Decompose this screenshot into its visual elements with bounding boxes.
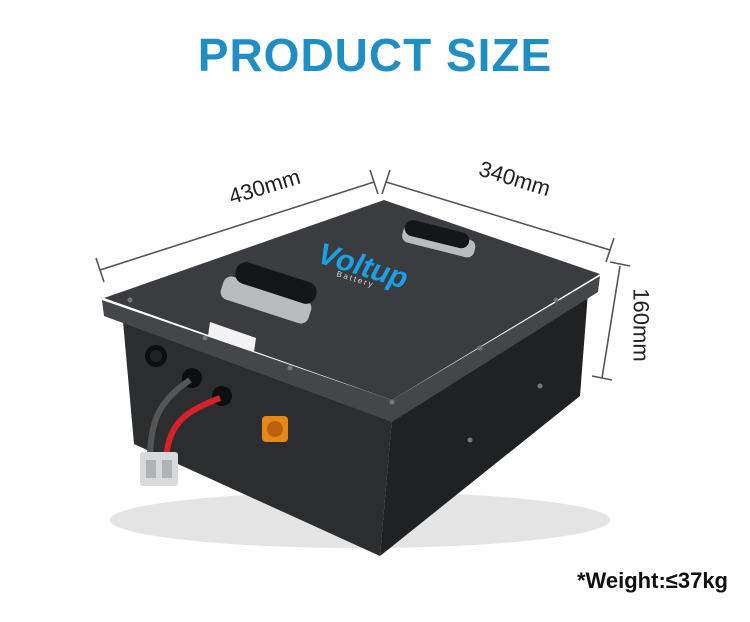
cable-red — [163, 395, 222, 461]
power-switch — [145, 345, 167, 367]
dimension-line-height — [591, 261, 631, 381]
anderson-connector — [140, 452, 178, 486]
battery-side-face — [380, 292, 588, 556]
dimension-line-width — [381, 169, 615, 263]
label-plate — [208, 322, 256, 352]
lid-rivets — [127, 297, 559, 443]
battery-lid-rim — [102, 276, 600, 422]
dimension-height-label: 160mm — [628, 288, 654, 362]
cable-black — [147, 377, 192, 461]
handle-front — [220, 262, 317, 324]
dimension-line-length — [95, 169, 379, 283]
battery-top-face — [104, 200, 600, 400]
page-title: PRODUCT SIZE — [197, 29, 553, 81]
handle-back — [402, 220, 476, 258]
weight-spec: *Weight:≤37kg — [576, 568, 728, 593]
charging-port — [262, 416, 288, 442]
